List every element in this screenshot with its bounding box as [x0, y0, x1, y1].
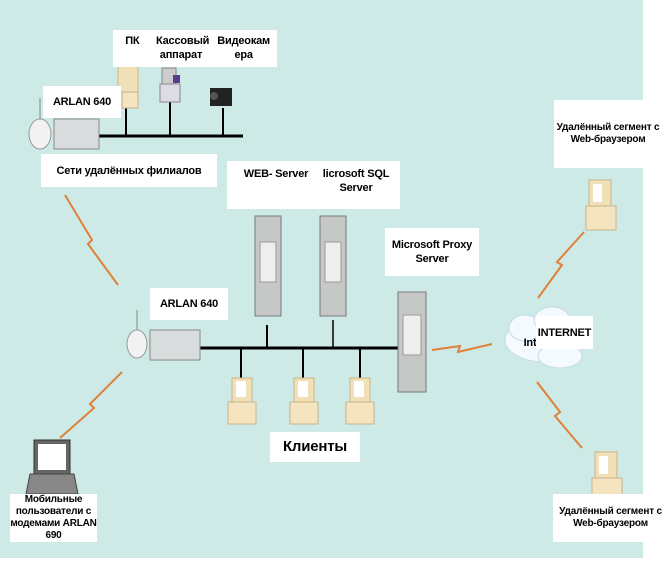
link-proxy-to-internet — [431, 343, 493, 354]
sql-server-label: licrosoft SQL Server — [322, 168, 390, 194]
branch-devices-label-box: ПК Кассовый аппарат Видеокам ера — [113, 30, 277, 67]
branch-networks-label: Сети удалённых филиалов — [41, 154, 217, 187]
web-server-label: WEB- Server — [243, 168, 309, 180]
arlan-mid-label: ARLAN 640 — [150, 288, 228, 320]
remote-pc-icon-bottom — [591, 451, 623, 497]
link-mobile-to-main — [59, 371, 123, 439]
web-server-icon — [254, 215, 282, 317]
proxy-server-label: Microsoft Proxy Server — [385, 228, 479, 276]
sql-server-icon — [319, 215, 347, 317]
link-internet-to-remote-top — [537, 231, 585, 299]
arlan-top-label: ARLAN 640 — [43, 86, 121, 118]
cash-register-icon — [159, 67, 181, 103]
pc-label: ПК — [125, 35, 140, 47]
arlan-modem-icon-mid — [149, 329, 201, 361]
video-camera-label: Видеокам ера — [217, 35, 270, 61]
antenna-icon-top — [28, 98, 52, 150]
video-camera-icon — [210, 88, 232, 106]
remote-pc-icon-top — [585, 179, 617, 231]
internet-label: INTERNET — [536, 316, 593, 349]
proxy-server-icon — [397, 291, 427, 393]
arlan-modem-icon-top — [53, 118, 100, 150]
servers-label-box: WEB- Server licrosoft SQL Server — [227, 161, 400, 209]
mobile-users-label: Мобильные пользователи с модемами ARLAN … — [10, 494, 97, 542]
link-branch-to-main — [64, 194, 119, 286]
cash-register-label: Кассовый аппарат — [155, 35, 210, 61]
pc-icon-branch — [117, 65, 139, 109]
antenna-icon-mid — [126, 310, 148, 359]
clients-label: Клиенты — [270, 432, 360, 462]
remote-segment-bottom-label: Удалённый сегмент с Web-браузером — [553, 494, 668, 542]
internet-fragment-label: Int — [523, 337, 537, 349]
laptop-icon — [25, 439, 79, 495]
client-pc-icon-1 — [227, 377, 257, 425]
link-internet-to-remote-bottom — [536, 381, 583, 449]
client-pc-icon-2 — [289, 377, 319, 425]
remote-segment-top-label: Удалённый сегмент с Web-браузером — [554, 100, 662, 168]
client-pc-icon-3 — [345, 377, 375, 425]
